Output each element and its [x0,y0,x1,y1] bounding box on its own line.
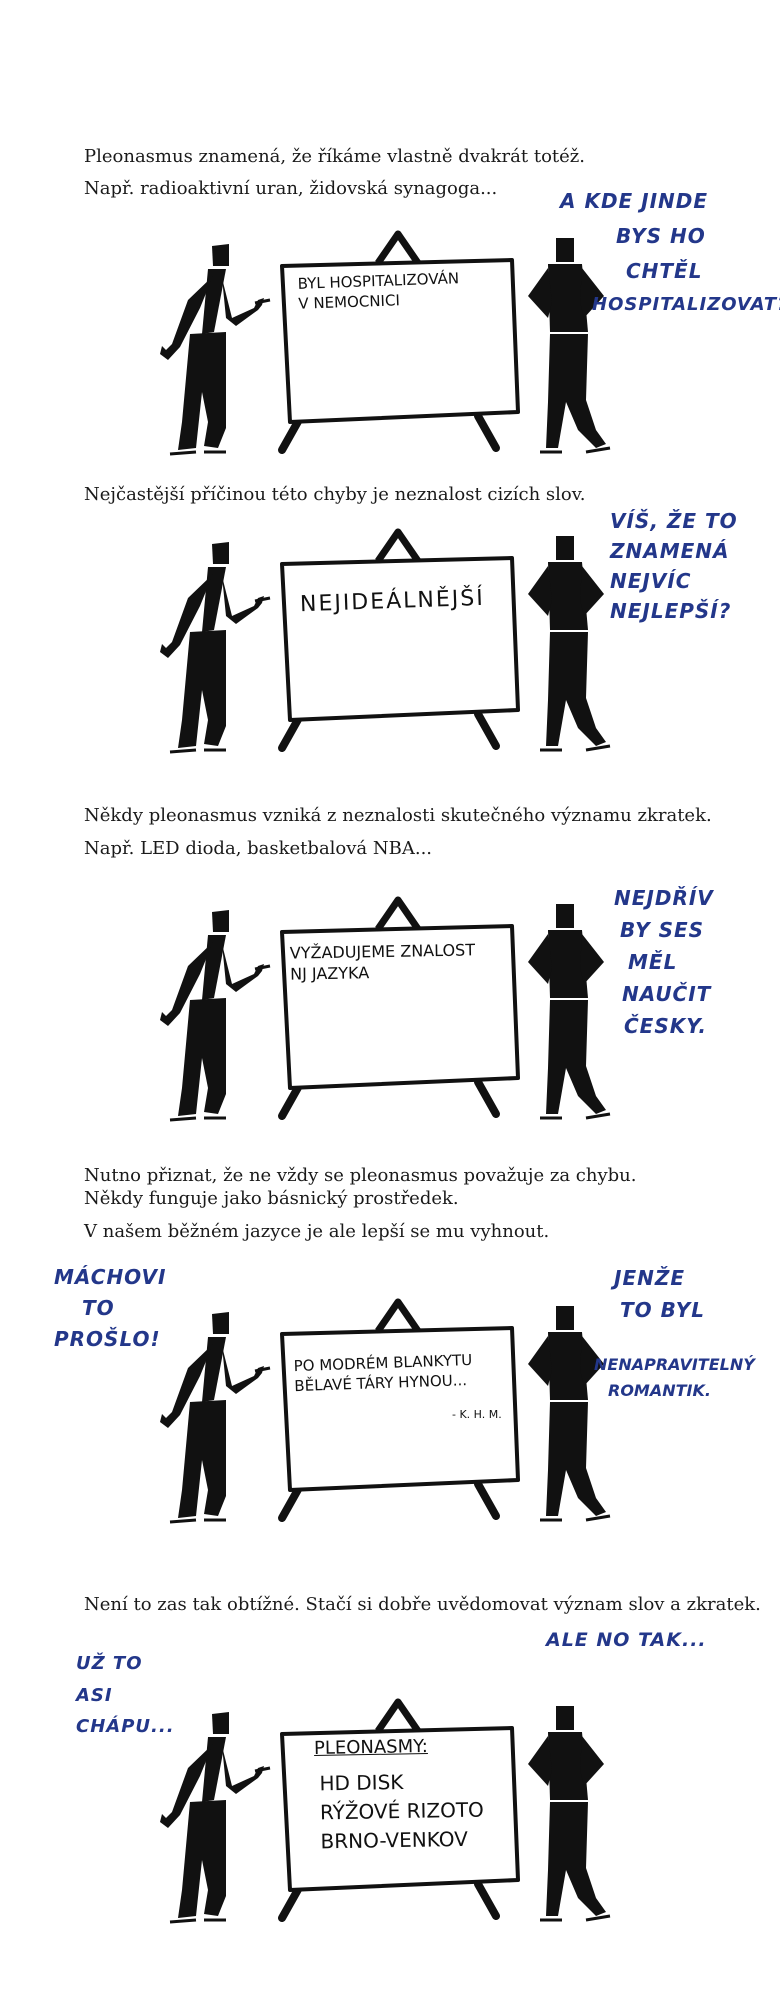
narration-text: Není to zas tak obtížné. Stačí si dobře … [84,1594,761,1615]
comic-panel-2: NEJIDEÁLNĚJŠÍ VÍŠ, ŽE TO ZNAMENÁ NEJVÍC … [0,509,780,780]
narration-text: Někdy funguje jako básnický prostředek. [84,1188,459,1209]
speech-line: NEJDŘÍV [614,886,714,910]
narration-text: Např. radioaktivní uran, židovská synago… [84,178,498,199]
speech-line: TO [82,1296,115,1320]
board-line: RÝŽOVÉ RIZOTO [319,1797,485,1825]
speech-line: UŽ TO [76,1653,143,1674]
comic-panel-1: BYL HOSPITALIZOVÁN V NEMOCNICI A KDE JIN… [0,189,780,482]
narration-text: Nutno přiznat, že ne vždy se pleonasmus … [84,1165,637,1186]
right-speech: ALE NO TAK... [546,1626,707,1655]
board-line: HD DISK [319,1769,404,1796]
board-signature: - K. H. M. [452,1408,502,1421]
board-line: VYŽADUJEME ZNALOST [289,940,476,963]
comic-panel-5: PLEONASMY: HD DISK RÝŽOVÉ RIZOTO BRNO-VE… [0,1629,780,1950]
speech-line: ROMANTIK. [608,1380,711,1400]
board-line: BRNO-VENKOV [320,1826,468,1854]
speech-line: ALE NO TAK... [546,1629,707,1651]
speech-line: ČESKY. [624,1014,708,1038]
speech-line: CHÁPU... [76,1716,175,1737]
speech-line: JENŽE [614,1266,686,1290]
board-text: PO MODRÉM BLANKYTU BĚLAVÉ TÁRY HYNOU... [293,1351,473,1396]
speech-line: NENAPRAVITELNÝ [594,1355,755,1374]
speech-line: NAUČIT [622,982,712,1006]
speech-line: HOSPITALIZOVAT? [592,294,780,315]
speech-line: NEJVÍC [610,569,692,593]
board-line: NJ JAZYKA [290,963,370,984]
speech-line: PROŠLO! [54,1327,161,1351]
speech-line: VÍŠ, ŽE TO [610,509,738,533]
left-speech: MÁCHOVI TO PROŠLO! [54,1262,166,1355]
right-speech-bottom: NENAPRAVITELNÝ ROMANTIK. [594,1352,755,1403]
comic-panel-3: VYŽADUJEME ZNALOST NJ JAZYKA NEJDŘÍV BY … [0,886,780,1148]
speech-line: BY SES [620,918,705,942]
speech-line: ZNAMENÁ [610,539,730,563]
speech-line: ASI [76,1684,113,1706]
narration-text: Někdy pleonasmus vzniká z neznalosti sku… [84,805,712,826]
speech-line: MÁCHOVI [54,1265,167,1289]
board-text: VYŽADUJEME ZNALOST NJ JAZYKA [290,940,476,985]
speech-line: CHTĚL [626,259,703,283]
comic-panel-4: PO MODRÉM BLANKYTU BĚLAVÉ TÁRY HYNOU... … [0,1265,780,1550]
right-speech-top: JENŽE TO BYL [614,1262,705,1326]
speech-line: BYS HO [616,224,706,248]
right-speech: VÍŠ, ŽE TO ZNAMENÁ NEJVÍC NEJLEPŠÍ? [610,506,738,626]
narration-text: Např. LED dioda, basketbalová NBA... [84,838,433,859]
narration-text: Pleonasmus znamená, že říkáme vlastně dv… [84,146,586,167]
board-text: HD DISK RÝŽOVÉ RIZOTO BRNO-VENKOV [319,1767,484,1857]
speech-line: A KDE JINDE [560,189,709,213]
left-speech: UŽ TO ASI CHÁPU... [76,1648,175,1743]
narration-text: Nejčastější příčinou této chyby je nezna… [84,484,586,505]
board-text: BYL HOSPITALIZOVÁN V NEMOCNICI [297,269,460,314]
speech-line: NEJLEPŠÍ? [610,599,732,623]
narration-text: V našem běžném jazyce je ale lepší se mu… [84,1221,550,1242]
speech-line: MĚL [628,950,678,974]
speech-line: TO BYL [620,1298,705,1322]
board-heading: PLEONASMY: [313,1736,428,1759]
right-speech: A KDE JINDE BYS HO CHTĚL HOSPITALIZOVAT? [556,184,780,321]
right-speech: NEJDŘÍV BY SES MĚL NAUČIT ČESKY. [614,882,714,1042]
